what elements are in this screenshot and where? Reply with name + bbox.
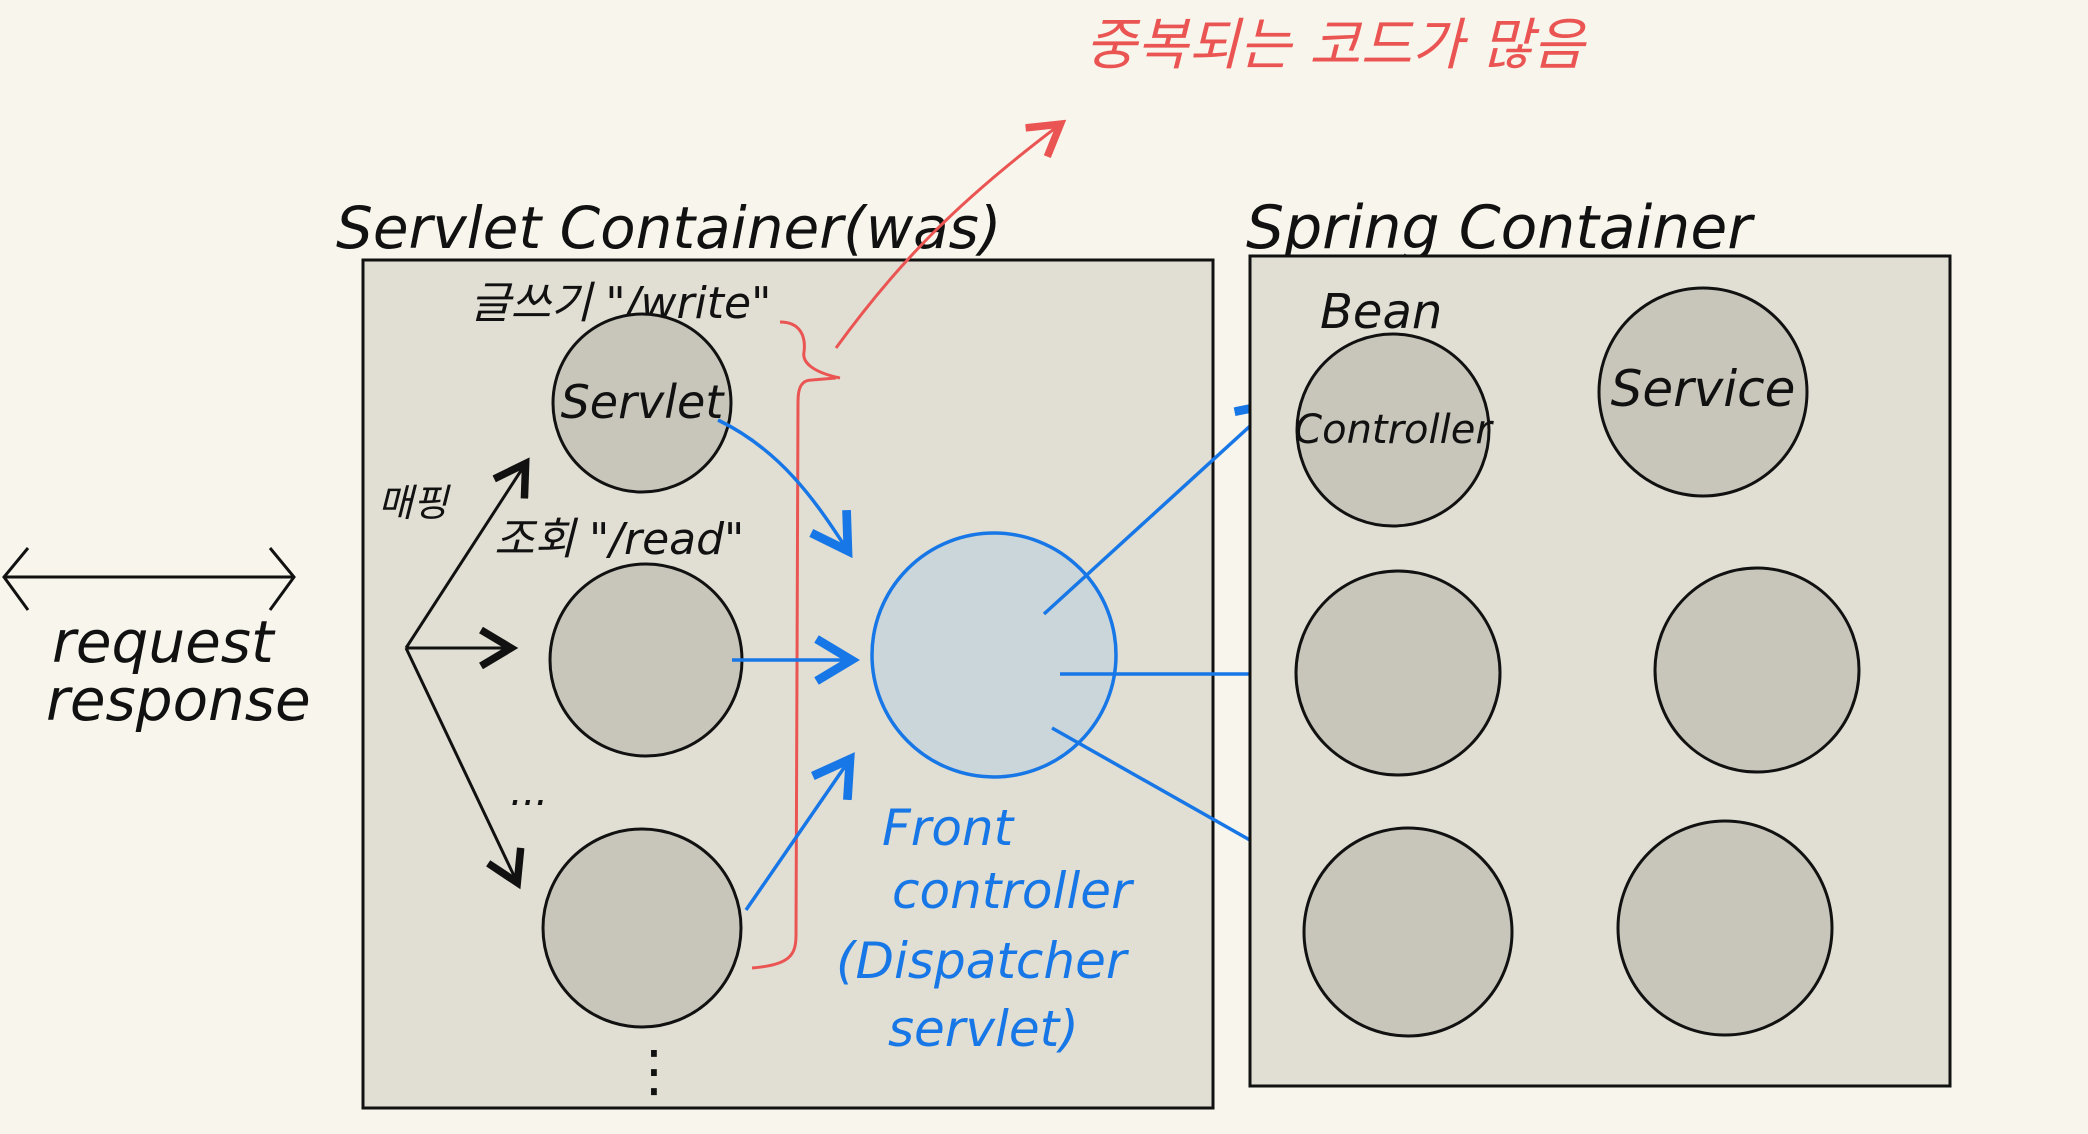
duplicate-code-brace <box>751 126 1058 970</box>
bean-service-node <box>1597 286 1809 498</box>
duplicate-code-note: 중복되는 코드가 많음 <box>1085 13 1587 78</box>
front-controller-line2: controller <box>892 862 1135 920</box>
servlet-container-title: Servlet Container(was) <box>336 194 1002 262</box>
front-controller-line3: (Dispatcher <box>836 932 1130 990</box>
bean-node-bottom-right <box>1616 819 1834 1037</box>
mapping-label: 매핑 <box>378 481 451 525</box>
response-label: response <box>46 666 311 734</box>
read-label: 조회 "/read" <box>494 514 744 565</box>
servlet-label: Servlet <box>561 375 726 429</box>
front-controller-line1: Front <box>882 799 1016 857</box>
service-label: Service <box>1611 360 1796 418</box>
ellipsis-middle: ... <box>510 769 548 815</box>
client-arrow <box>2 547 296 611</box>
ellipsis-bottom: ⋮ <box>626 1039 682 1104</box>
bean-label: Bean <box>1320 284 1442 340</box>
spring-container-title: Spring Container <box>1246 193 1755 263</box>
servlet-node-read <box>548 562 744 758</box>
mapping-arrows <box>404 466 524 880</box>
servlet-node-write <box>551 312 733 494</box>
servlet-to-front-arrows <box>717 418 848 911</box>
front-controller-line4: servlet) <box>888 1000 1079 1058</box>
bean-node-middle-left <box>1294 569 1502 777</box>
front-controller-node <box>870 531 1118 779</box>
servlet-node-other <box>541 827 743 1029</box>
controller-label: Controller <box>1294 407 1494 453</box>
request-label: request <box>52 608 276 676</box>
bean-node-bottom-left <box>1302 826 1514 1038</box>
bean-controller-node <box>1295 332 1491 528</box>
bean-node-middle-right <box>1653 566 1861 774</box>
